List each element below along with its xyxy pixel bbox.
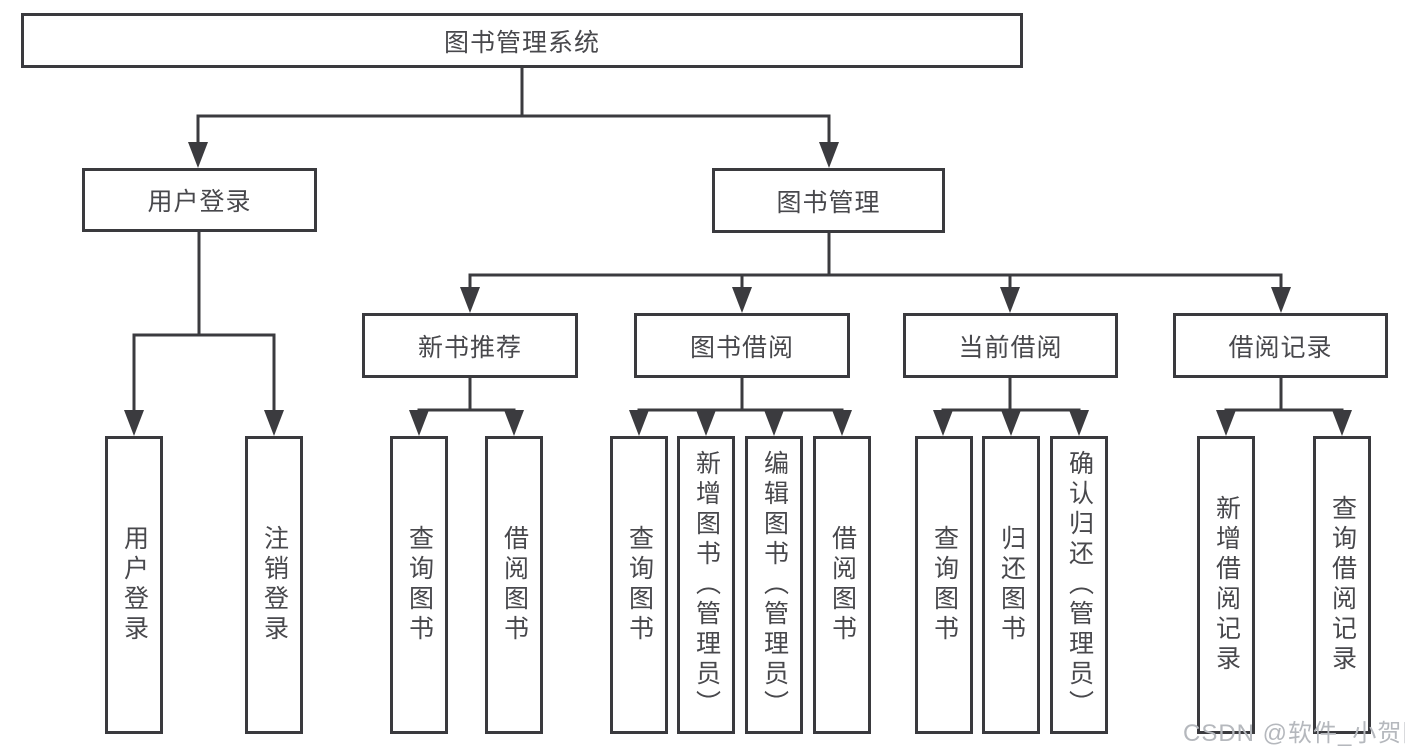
node-book-borrow: 图书借阅 — [634, 313, 850, 378]
leaf-query-borrow-record: 查询借阅记录 — [1313, 436, 1371, 734]
leaf-label: 确认归还（管理员） — [1065, 450, 1094, 720]
arrowhead — [188, 142, 208, 168]
leaf-label: 新增借阅记录 — [1212, 495, 1241, 675]
node-user-login: 用户登录 — [82, 168, 317, 232]
leaf-query-books-recommend: 查询图书 — [390, 436, 448, 734]
node-root-label: 图书管理系统 — [443, 28, 600, 57]
leaf-confirm-return-admin: 确认归还（管理员） — [1050, 436, 1108, 734]
leaf-logout: 注销登录 — [245, 436, 303, 734]
node-label: 图书借阅 — [689, 333, 794, 362]
arrowhead — [732, 287, 752, 313]
arrowhead — [629, 410, 649, 436]
node-label: 图书管理 — [776, 188, 881, 217]
leaf-label: 新增图书（管理员） — [692, 450, 721, 720]
leaf-label: 编辑图书（管理员） — [760, 450, 789, 720]
leaf-borrow-books-recommend: 借阅图书 — [485, 436, 543, 734]
node-label: 借阅记录 — [1228, 333, 1333, 362]
node-label: 新书推荐 — [417, 333, 522, 362]
arrowhead — [832, 410, 852, 436]
arrowhead — [1069, 410, 1089, 436]
arrowhead — [504, 410, 524, 436]
arrowhead — [696, 410, 716, 436]
leaf-add-book-admin: 新增图书（管理员） — [677, 436, 735, 734]
arrowhead — [124, 410, 144, 436]
leaf-add-borrow-record: 新增借阅记录 — [1197, 436, 1255, 734]
arrowhead — [409, 410, 429, 436]
arrowhead — [1271, 287, 1291, 313]
watermark-text: CSDN @软件_小贺同学 — [1183, 720, 1405, 747]
leaf-query-books-current: 查询图书 — [915, 436, 973, 734]
arrowhead — [1332, 410, 1352, 436]
connector-current-borrow-to-leaves — [933, 376, 1089, 436]
node-root: 图书管理系统 — [21, 13, 1023, 68]
leaf-label: 查询图书 — [625, 525, 654, 645]
leaf-label: 用户登录 — [120, 525, 149, 645]
arrowhead — [764, 410, 784, 436]
leaf-query-books-borrow: 查询图书 — [610, 436, 668, 734]
node-book-management: 图书管理 — [712, 168, 945, 233]
leaf-label: 借阅图书 — [500, 525, 529, 645]
leaf-borrow-books-borrow: 借阅图书 — [813, 436, 871, 734]
arrowhead — [1216, 410, 1236, 436]
node-borrow-records: 借阅记录 — [1173, 313, 1388, 378]
leaf-label: 归还图书 — [997, 525, 1026, 645]
arrowhead — [264, 410, 284, 436]
arrowhead — [933, 410, 953, 436]
leaf-label: 注销登录 — [260, 525, 289, 645]
node-current-borrow: 当前借阅 — [903, 313, 1118, 378]
arrowhead — [819, 142, 839, 168]
leaf-label: 查询图书 — [405, 525, 434, 645]
node-label: 用户登录 — [147, 188, 252, 216]
leaf-label: 查询图书 — [930, 525, 959, 645]
node-new-book-recommend: 新书推荐 — [362, 313, 578, 378]
leaf-label: 借阅图书 — [828, 525, 857, 645]
arrowhead — [460, 287, 480, 313]
connector-book-management-to-level3 — [460, 230, 1291, 313]
arrowhead — [1000, 287, 1020, 313]
leaf-label: 查询借阅记录 — [1328, 495, 1357, 675]
connector-user-login-to-leaves — [124, 230, 284, 436]
leaf-user-login: 用户登录 — [105, 436, 163, 734]
connector-borrow-records-to-leaves — [1216, 376, 1352, 436]
leaf-return-book: 归还图书 — [982, 436, 1040, 734]
leaf-edit-book-admin: 编辑图书（管理员） — [745, 436, 803, 734]
connector-new-book-recommend-to-leaves — [409, 376, 524, 436]
connector-root-to-level2 — [188, 68, 839, 168]
arrowhead — [1001, 410, 1021, 436]
connector-book-borrow-to-leaves — [629, 376, 852, 436]
node-label: 当前借阅 — [958, 333, 1063, 362]
